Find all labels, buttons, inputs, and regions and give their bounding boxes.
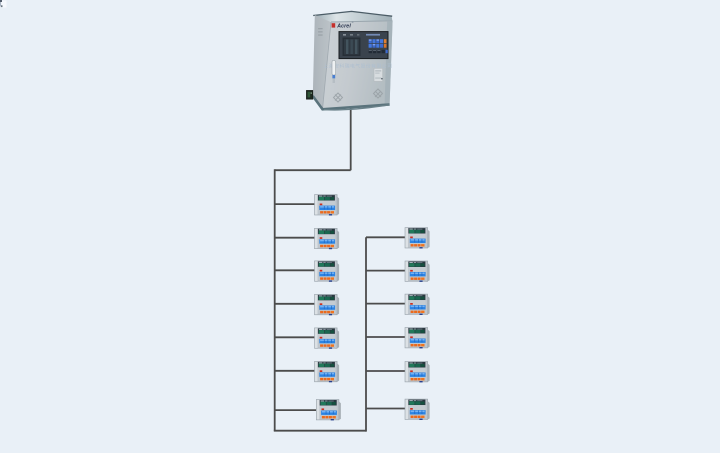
svg-text:Acrel: Acrel	[336, 23, 351, 29]
svg-text:上海安科瑞电气股份有限公司: 上海安科瑞电气股份有限公司	[324, 63, 393, 70]
